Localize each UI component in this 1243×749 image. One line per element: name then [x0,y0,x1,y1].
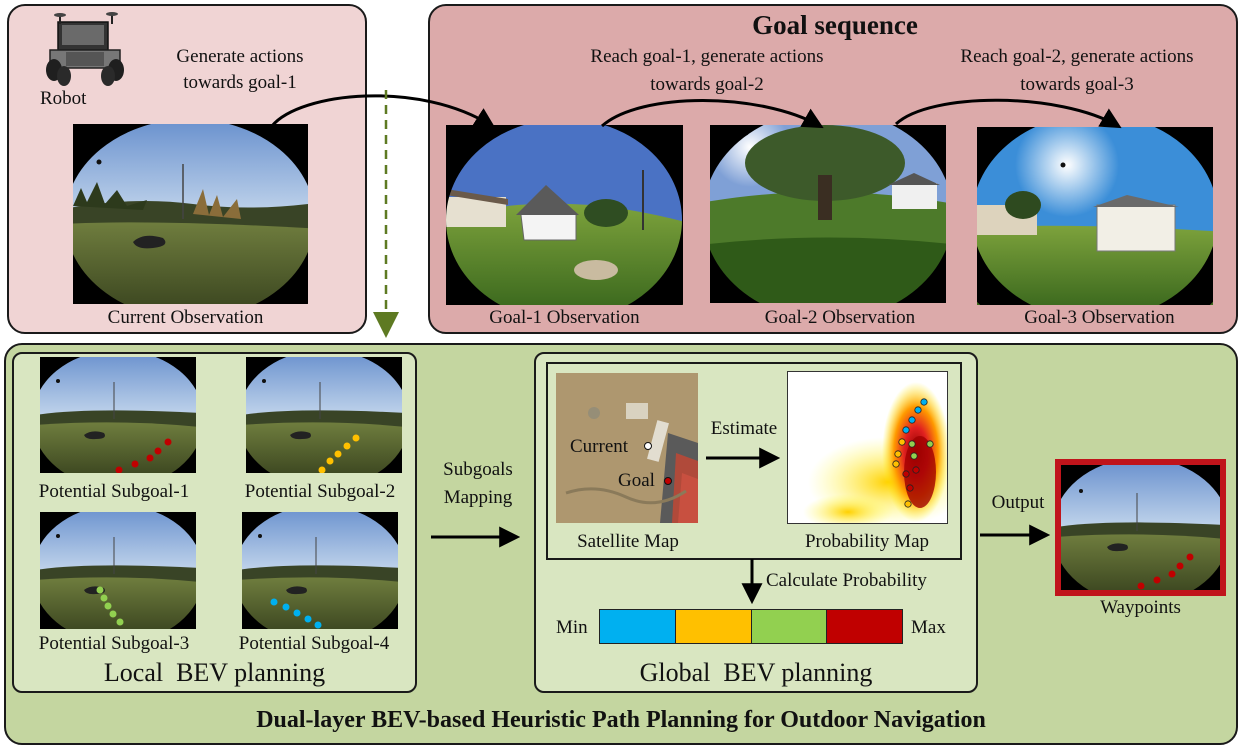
subgoals-mapping-line1: Subgoals [443,459,513,480]
subgoal3-image [40,512,196,629]
subgoals-mapping-line2: Mapping [443,487,513,508]
generate-actions-label-line1: Generate actions [176,46,304,67]
satellite-map-image [556,373,698,523]
bottom-title: Dual-layer BEV-based Heuristic Path Plan… [256,707,986,733]
goal-sequence-title: Goal sequence [752,10,918,40]
goal3-observation-label: Goal-3 Observation [1024,307,1175,328]
output-label: Output [991,492,1045,513]
goal1-observation-image [446,125,683,305]
scale-min-label: Min [556,617,588,638]
scale-max-label: Max [911,617,946,638]
probability-map-image [787,371,948,524]
goal3-observation-image [977,127,1213,305]
subgoal4-label: Potential Subgoal-4 [238,633,390,654]
subgoal1-image [40,357,196,473]
goal1-observation-label: Goal-1 Observation [489,307,640,328]
satellite-map-label: Satellite Map [577,531,679,552]
robot-label: Robot [40,88,87,109]
subgoal2-label: Potential Subgoal-2 [244,481,396,502]
goal2-observation-image [710,125,946,303]
reach-goal2-label-line1: Reach goal-2, generate actions [960,46,1194,67]
subgoal2-image [246,357,402,473]
scale-blue-segment [600,610,676,643]
subgoal1-label: Potential Subgoal-1 [38,481,190,502]
maps-box [546,362,962,560]
current-observation-label: Current Observation [107,307,264,328]
reach-goal1-label-line1: Reach goal-1, generate actions [590,46,824,67]
subgoal4-image [242,512,398,629]
current-position-label: Current [570,436,629,457]
probability-scale-bar [599,609,903,644]
scale-green-segment [751,610,828,643]
local-bev-title: Local BEV planning [103,658,326,687]
global-bev-title: Global BEV planning [639,658,873,687]
waypoints-frame [1055,459,1226,596]
reach-goal2-label-line2: towards goal-3 [1020,74,1134,95]
subgoal3-label: Potential Subgoal-3 [38,633,190,654]
probability-map-label: Probability Map [804,531,930,552]
estimate-label: Estimate [710,418,778,439]
robot-icon [46,12,124,86]
scale-yellow-segment [675,610,752,643]
calculate-probability-label: Calculate Probability [766,570,927,591]
goal2-observation-label: Goal-2 Observation [764,307,916,328]
scale-red-segment [827,610,902,643]
generate-actions-label-line2: towards goal-1 [183,72,297,93]
goal-position-label: Goal [618,470,655,491]
reach-goal1-label-line2: towards goal-2 [650,74,764,95]
waypoints-label: Waypoints [1100,597,1181,618]
current-observation-image [73,124,308,304]
